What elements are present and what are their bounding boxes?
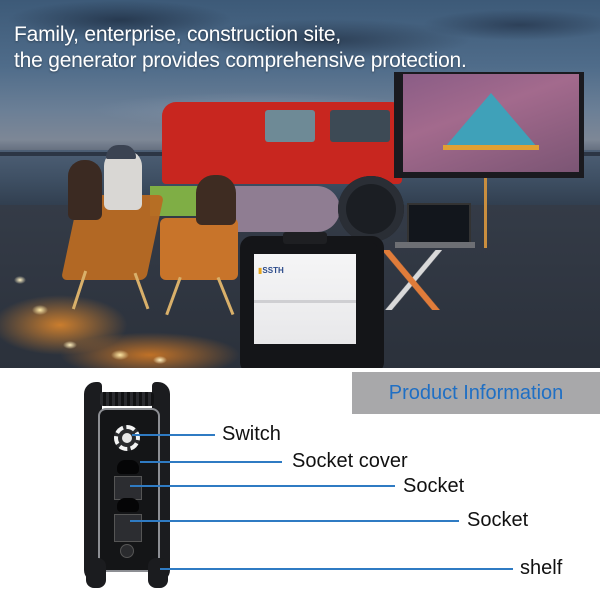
generator-body (254, 254, 356, 344)
carry-handle (100, 392, 154, 406)
folding-table (382, 250, 442, 310)
leader-line-shelf (160, 568, 513, 570)
socket-cover (117, 460, 139, 474)
tent-image (445, 93, 537, 147)
leader-line-socket-cover (140, 461, 282, 463)
hero-headline: Family, enterprise, construction site, t… (14, 22, 600, 74)
headline-line-1: Family, enterprise, construction site, (14, 23, 341, 46)
laptop (407, 203, 471, 245)
generator-band (254, 300, 356, 303)
camping-chair (160, 218, 238, 280)
callout-socket-cover: Socket cover (292, 450, 408, 472)
person-child (196, 175, 236, 225)
socket-1 (114, 476, 142, 500)
callout-socket-2: Socket (467, 509, 529, 531)
socket-cover (117, 498, 139, 512)
switch-button (122, 433, 132, 443)
socket-2 (114, 514, 142, 542)
person-man (104, 150, 142, 210)
cap (106, 145, 136, 159)
leader-line-socket-2 (130, 520, 459, 522)
generator-handle (283, 232, 327, 244)
generator-logo: ▮SSTH (258, 266, 284, 275)
jeep-window (330, 110, 390, 142)
spare-wheel (338, 176, 404, 242)
shelf-foot-right (148, 558, 168, 588)
round-port (120, 544, 134, 558)
product-information-title: Product Information (388, 381, 564, 404)
tent-base (443, 145, 539, 150)
callout-switch: Switch (222, 423, 281, 445)
callout-socket-1: Socket (403, 475, 465, 497)
paddleboard (230, 186, 340, 232)
product-information-banner: Product Information (352, 372, 600, 414)
shelf-foot-left (86, 558, 106, 588)
generator-front-view (84, 378, 170, 590)
frame-left (84, 382, 102, 582)
laptop-base (395, 242, 475, 248)
headline-line-2: the generator provides comprehensive pro… (14, 49, 467, 72)
jeep-window (265, 110, 315, 142)
leader-line-switch (132, 434, 215, 436)
screen-tripod (484, 178, 487, 248)
callout-shelf: shelf (520, 557, 563, 579)
leader-line-socket-1 (130, 485, 395, 487)
hero-photo: ▮SSTH Family, enterprise, construction s… (0, 0, 600, 368)
person-woman (68, 160, 102, 220)
